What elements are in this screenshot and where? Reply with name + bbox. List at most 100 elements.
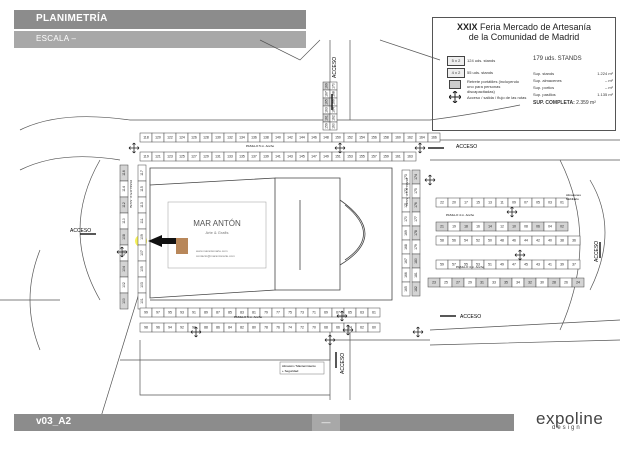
furniture-label: Mobiliario [566, 197, 579, 201]
access-arrows-icon [128, 142, 140, 154]
fair-name: Feria Mercado de Artesanía [479, 22, 592, 32]
stand-number: 126 [191, 136, 197, 140]
access-label-west: ACCESO [70, 228, 91, 234]
stand-number: 148 [323, 136, 329, 140]
stand-number: 71 [312, 311, 316, 315]
stand-box [571, 277, 585, 288]
stand-number: 69 [324, 311, 328, 315]
location-arrow-icon [148, 235, 176, 247]
stand-number: 97 [156, 311, 160, 315]
header-title-bar: PLANIMETRÍA [14, 10, 306, 29]
stand-number: 55 [464, 263, 468, 267]
aisle-label-right: PASILLO 4 m. Ancho [405, 178, 409, 206]
stand-number: 07 [524, 201, 528, 205]
stand-number: 43 [536, 263, 540, 267]
stand-number: 08 [524, 225, 528, 229]
stand-number: 146 [311, 136, 317, 140]
stand-number: 158 [383, 136, 389, 140]
stand-number: 46 [512, 239, 516, 243]
stand-number: 52 [476, 239, 480, 243]
stand-number: 53 [476, 263, 480, 267]
stand-number: 140 [275, 136, 281, 140]
aisle-label-block-top: PASILLO 4 m. Ancho [446, 213, 474, 217]
legend-text-4x2: 55 uds. stands [467, 70, 494, 75]
stand-number: 136 [251, 136, 257, 140]
stand-number: 177 [414, 216, 418, 222]
stand-number: 129 [203, 155, 209, 159]
stand-number: 87 [216, 311, 220, 315]
stand-number: 81 [252, 311, 256, 315]
stand-number: 168 [332, 91, 336, 97]
stand-number: 139 [263, 155, 269, 159]
central-building [149, 167, 393, 301]
stand-number: 56 [452, 239, 456, 243]
stat-row: Sup. portics– m² [533, 85, 613, 90]
scale-label: ESCALA – [36, 34, 77, 43]
stand-number: 19 [452, 225, 456, 229]
stand-number: 145 [299, 155, 305, 159]
access-label-southeast: ACCESO [460, 314, 481, 320]
stand-number: 62 [360, 326, 364, 330]
access-arrows-icon [412, 326, 424, 338]
stand-number: 131 [215, 155, 221, 159]
stand-number: 45 [524, 263, 528, 267]
stand-box [403, 151, 417, 162]
stand-number: 99 [144, 311, 148, 315]
stand-number: 147 [311, 155, 317, 159]
stand-number: 37 [572, 263, 576, 267]
stand-number: 124 [179, 136, 185, 140]
stand-number: 178 [414, 230, 418, 236]
stand-number: 83 [240, 311, 244, 315]
fair-title: XXIX Feria Mercado de Artesanía de la Co… [439, 22, 609, 42]
stand-number: 161 [325, 115, 329, 121]
stand-number: 134 [239, 136, 245, 140]
stand-number: 175 [414, 188, 418, 194]
stand-number: 78 [264, 326, 268, 330]
stand-number: 26 [564, 281, 568, 285]
stand-number: 48 [500, 239, 504, 243]
stand-number: 170 [332, 83, 336, 89]
stat-row: Sup. almacenes– m² [533, 78, 613, 83]
stand-box [329, 121, 338, 131]
stand-number: 117 [140, 170, 144, 176]
access-label-north: ACCESO [332, 57, 338, 78]
stand-number: 173 [404, 174, 408, 180]
aisle-label-left: PASILLO 5 m. Ancho [129, 180, 133, 208]
stand-number: 30 [540, 281, 544, 285]
stand-number: 32 [528, 281, 532, 285]
stand-number: 75 [288, 311, 292, 315]
stand-number: 118 [143, 136, 149, 140]
stand-number: 130 [215, 136, 221, 140]
stands-total: 179 uds. STANDS [533, 56, 582, 62]
stand-number: 72 [300, 326, 304, 330]
access-arrows-icon [514, 249, 526, 261]
stand-number: 12 [500, 225, 504, 229]
stand-box [555, 221, 569, 232]
stand-number: 51 [488, 263, 492, 267]
stand-number: 160 [395, 136, 401, 140]
stand-number: 18 [464, 225, 468, 229]
stand-number: 143 [287, 155, 293, 159]
stand-number: 121 [155, 155, 161, 159]
stand-number: 66 [336, 326, 340, 330]
stand-number: 159 [325, 123, 329, 129]
stand-number: 21 [440, 225, 444, 229]
stand-number: 91 [192, 311, 196, 315]
stand-number: 111 [140, 218, 144, 223]
stand-number: 162 [332, 115, 336, 121]
storage-label: Almacén / Mantenimiento [282, 364, 316, 368]
stand-number: 44 [524, 239, 528, 243]
access-arrows [80, 94, 601, 368]
stand-box [119, 292, 129, 310]
stand-box [567, 259, 581, 270]
stand-number: 154 [359, 136, 365, 140]
stand-number: 31 [480, 281, 484, 285]
access-arrows-icon [506, 206, 518, 218]
stand-box [401, 281, 411, 297]
stand-number: 122 [167, 136, 173, 140]
stand-number: 182 [414, 286, 418, 292]
access-arrows-icon [424, 174, 436, 186]
